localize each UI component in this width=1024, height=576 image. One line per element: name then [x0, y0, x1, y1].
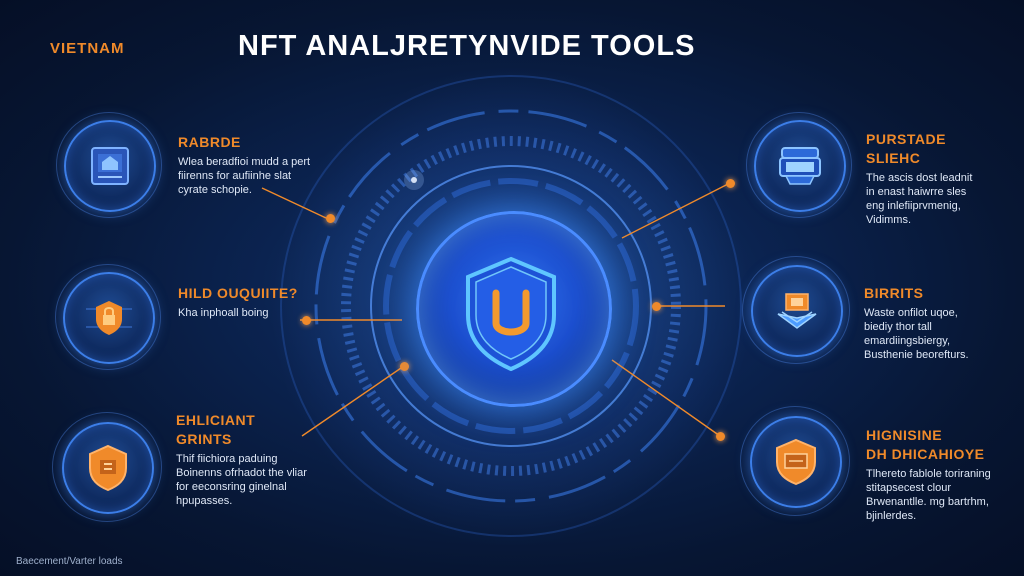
card-title: HILD OUQUIITE?	[178, 285, 298, 301]
node-ring	[742, 256, 850, 364]
card-body: Wlea beradfioi mudd a pert fiirenns for …	[178, 156, 311, 196]
card-body: Thif fiichiora paduing Boinenns ofrhadot…	[176, 453, 307, 507]
card-title: HIGNISINE DH DHICAHIOYE	[866, 427, 985, 462]
inner-ring	[370, 165, 652, 447]
connector-dot	[726, 179, 735, 188]
card-right-1: PURSTADE SLIEHC The ascis dost leadnit i…	[866, 130, 1016, 227]
connector-lines	[261, 182, 731, 437]
connector-dot	[302, 316, 311, 325]
node-left-2[interactable]	[63, 272, 155, 364]
card-title: PURSTADE SLIEHC	[866, 131, 946, 166]
card-left-3: EHLICIANT GRINTS Thif fiichiora paduing …	[176, 411, 356, 508]
node-ring	[740, 406, 850, 516]
card-right-2: BIRRITS Waste onfilot uqoe, biediy thor …	[864, 284, 1014, 362]
connector-dot	[400, 362, 409, 371]
card-left-1: RABRDE Wlea beradfioi mudd a pert fiiren…	[178, 133, 348, 197]
orange-shield-icon	[89, 444, 127, 492]
card-body: Kha inphoall boing	[178, 307, 269, 319]
card-title: EHLICIANT GRINTS	[176, 412, 256, 447]
brand-label: VIETNAM	[50, 40, 125, 57]
card-right-3: HIGNISINE DH DHICAHIOYE Tlhereto fablole…	[866, 426, 1016, 523]
connector-dot	[716, 432, 725, 441]
card-title: RABRDE	[178, 134, 241, 150]
shield-u-icon	[466, 256, 556, 372]
node-ring	[55, 264, 161, 370]
node-ring	[56, 112, 162, 218]
card-body: The ascis dost leadnit in enast haiwrre …	[866, 172, 973, 226]
inner-ring-dashed	[383, 178, 639, 434]
outer-ring	[280, 75, 742, 537]
card-body: Waste onfilot uqoe, biediy thor tall ema…	[864, 307, 969, 361]
node-right-1[interactable]	[754, 120, 846, 212]
card-body: Tlhereto fablole toriraning stitapsecest…	[866, 468, 991, 522]
node-left-3[interactable]	[62, 422, 154, 514]
card-left-2: HILD OUQUIITE? Kha inphoall boing	[178, 284, 318, 320]
node-left-1[interactable]	[64, 120, 156, 212]
page-title: NFT ANALJRETYNVIDE TOOLS	[238, 30, 696, 62]
card-title: BIRRITS	[864, 285, 924, 301]
orange-box-icon	[776, 438, 816, 486]
node-right-2[interactable]	[751, 265, 843, 357]
footer-text: Baecement/Varter loads	[16, 556, 123, 567]
node-ring	[52, 412, 162, 522]
connector-dot	[652, 302, 661, 311]
lock-shield-icon	[86, 301, 132, 335]
chip-icon	[777, 293, 817, 329]
sparkle-glow	[404, 170, 424, 190]
device-icon	[779, 147, 821, 185]
shield-document-icon	[91, 147, 129, 185]
sparkle	[411, 177, 417, 183]
center-emblem	[416, 211, 612, 407]
node-ring	[746, 112, 852, 218]
node-right-3[interactable]	[750, 416, 842, 508]
connector-dot	[326, 214, 335, 223]
